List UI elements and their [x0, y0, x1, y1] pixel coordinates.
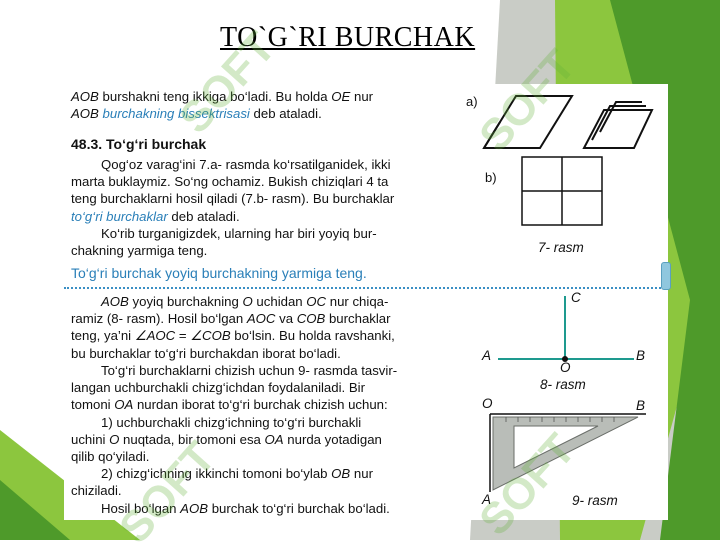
fig8-caption: 8- rasm — [540, 377, 586, 392]
rule-statement: To‘g‘ri burchak yoyiq burchakning yarmig… — [71, 265, 367, 281]
paragraph-4: To‘g‘ri burchaklarni chizish uchun 9- ra… — [71, 363, 398, 516]
fig7-caption: 7- rasm — [538, 240, 584, 255]
paragraph-1: Qog‘oz varag‘ini 7.a- rasmda ko‘rsatilga… — [71, 157, 395, 259]
fig8-point-c: C — [571, 290, 581, 305]
intro-line-2: AOB burchakning bissektrisasi deb atalad… — [71, 106, 322, 122]
fig9-point-o: O — [482, 396, 493, 411]
fig8-point-o: O — [560, 360, 571, 375]
fig9-point-a: A — [482, 492, 492, 507]
term-bisector: burchakning bissektrisasi — [102, 106, 250, 122]
paragraph-3: AOB yoyiq burchakning O uchidan OC nur c… — [71, 294, 395, 361]
term-right-angles: to‘g‘ri burchaklar — [71, 208, 168, 224]
background-green-stripe-dark — [610, 0, 720, 540]
fig7-label-b: b) — [485, 170, 497, 185]
textbook-page: AOB burshakni teng ikkiga bo‘ladi. Bu ho… — [64, 84, 671, 520]
slide-title: TO`G`RI BURCHAK — [220, 22, 476, 53]
background-green-corner-dark — [0, 480, 70, 540]
fig8-point-b: B — [636, 348, 646, 363]
intro-line-1: AOB burshakni teng ikkiga bo‘ladi. Bu ho… — [71, 89, 374, 104]
fig9-point-b: B — [636, 398, 646, 413]
scroll-handle[interactable] — [661, 262, 671, 290]
fig7a-folded-paper — [482, 95, 654, 149]
fig7b-grid-square — [521, 156, 603, 226]
fig9-set-square — [489, 413, 646, 492]
fig7-label-a: a) — [466, 94, 478, 109]
fig9-caption: 9- rasm — [572, 493, 618, 508]
fig8-point-a: A — [482, 348, 492, 363]
section-heading: 48.3. To‘g‘ri burchak — [71, 136, 207, 152]
intro-text: AOB burshakni teng ikkiga bo‘ladi. Bu ho… — [71, 88, 461, 122]
fig8-straight-angle — [498, 296, 634, 362]
dotted-divider — [64, 287, 664, 289]
